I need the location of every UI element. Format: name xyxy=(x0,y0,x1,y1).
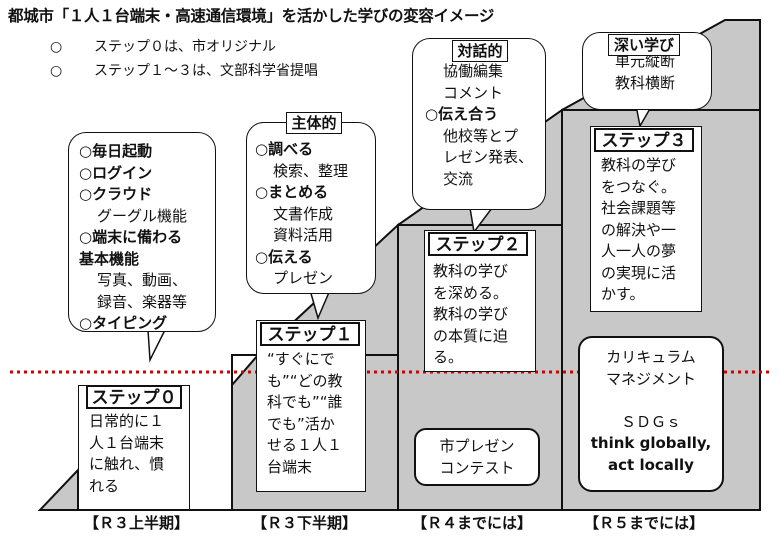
bubble-item: 基本機能 xyxy=(79,249,140,268)
bubble-step1-items: ○調べる 検索、整理 ○まとめる 文書作成 資料活用 ○伝える プレゼン xyxy=(255,139,375,290)
bubble-item: 資料活用 xyxy=(273,226,334,244)
step1-line: も”“どの教 xyxy=(267,371,343,390)
tag-taiwateki: 対話的 xyxy=(452,40,508,62)
step1-line: “すぐにで xyxy=(267,350,335,368)
step0-line: に触れ、慣 xyxy=(89,455,165,473)
bubble-item: 教科横断 xyxy=(615,73,676,92)
period-label-step2: 【Ｒ４までには】 xyxy=(412,514,533,532)
step3-line: の実現に活 xyxy=(601,263,677,282)
bubble-item: 単元縦断 xyxy=(615,52,676,70)
tag-fukai-manabi: 深い学び xyxy=(608,34,680,56)
bubble-item: ○クラウド xyxy=(79,185,153,203)
bubble-step2-items: 協働編集 コメント ○伝え合う 他校等とプ レゼン発表、 交流 xyxy=(425,61,545,190)
step1-line: せる１人１ xyxy=(267,436,343,454)
curriculum-lines: カリキュラム マネジメント ＳＤＧｓ think globally, act l… xyxy=(580,346,722,475)
curriculum-line: カリキュラム xyxy=(606,348,696,366)
bubble-item: コメント xyxy=(443,83,504,102)
step1-line: 台端末 xyxy=(267,457,313,476)
step0-label: ステップ０ xyxy=(86,385,182,409)
bubble-item: 他校等とプ xyxy=(443,126,519,145)
step3-line: かす。 xyxy=(601,285,645,303)
bubble-item: 交流 xyxy=(443,169,474,188)
period-label-step1: 【Ｒ３下半期】 xyxy=(252,514,358,532)
bubble-item: グーグル機能 xyxy=(97,206,188,225)
bubble-step3-items: 単元縦断 教科横断 xyxy=(597,51,711,94)
city-presentation-contest-box: 市プレゼン コンテスト xyxy=(414,428,540,486)
bubble-item: レゼン発表、 xyxy=(443,148,534,166)
page-title: 都城市「１人１台端末・高速通信環境」を活かした学びの変容イメージ xyxy=(8,7,495,25)
bubble-item: 写真、動画、 xyxy=(97,271,188,289)
bubble-item: ○毎日起動 xyxy=(79,142,153,160)
bubble-item: ○端末に備わる xyxy=(79,228,183,246)
step2-line: 教科の学び xyxy=(433,262,509,280)
bubble-item: プレゼン xyxy=(273,269,334,287)
step3-line: の解決や一 xyxy=(601,220,677,239)
step3-label: ステップ３ xyxy=(594,128,694,152)
curriculum-line: マネジメント xyxy=(605,369,696,388)
step2-line: 教科の学び xyxy=(433,305,509,323)
step1-label: ステップ１ xyxy=(260,322,360,346)
step3-line: をつなぐ。 xyxy=(601,177,677,196)
step3-description: 教科の学び をつなぐ。 社会課題等 の解決や一 人一人の夢 の実現に活 かす。 xyxy=(601,155,701,306)
tag-shutaiteki: 主体的 xyxy=(286,112,342,134)
bubble-item: ○調べる xyxy=(255,140,314,158)
step0-line: れる xyxy=(89,476,120,495)
note-bullet: ○ xyxy=(50,63,63,79)
step0-line: 人１台端末 xyxy=(89,433,165,452)
note-text: ステップ１～３は、文部科学省提唱 xyxy=(94,63,318,79)
bubble-step2: 協働編集 コメント ○伝え合う 他校等とプ レゼン発表、 交流 xyxy=(412,38,546,210)
contest-lines: 市プレゼン コンテスト xyxy=(416,436,538,479)
step3-box: 教科の学び をつなぐ。 社会課題等 の解決や一 人一人の夢 の実現に活 かす。 xyxy=(590,126,702,312)
step1-line: でも”活か xyxy=(267,414,335,433)
step1-description: “すぐにで も”“どの教 科でも”“誰 でも”活か せる１人１ 台端末 xyxy=(267,349,365,478)
bubble-item: 協働編集 xyxy=(443,62,504,80)
step3-line: 教科の学び xyxy=(601,156,677,174)
step0-line: 日常的に１ xyxy=(89,412,165,430)
sdgs-slogan-line: act locally xyxy=(608,455,694,474)
bubble-step0: ○毎日起動 ○ログイン ○クラウド グーグル機能 ○端末に備わる 基本機能 写真… xyxy=(68,132,216,332)
bubble-item: 録音、楽器等 xyxy=(97,292,188,311)
step3-line: 人一人の夢 xyxy=(601,242,677,260)
step2-line: る。 xyxy=(433,348,464,366)
note-step1-3-origin: ○ ステップ１～３は、文部科学省提唱 xyxy=(50,60,318,80)
sdgs-slogan-line: think globally, xyxy=(590,434,712,452)
bubble-step0-items: ○毎日起動 ○ログイン ○クラウド グーグル機能 ○端末に備わる 基本機能 写真… xyxy=(79,141,215,335)
bubble-tail-0 xyxy=(147,329,167,363)
period-label-step3: 【Ｒ５までには】 xyxy=(584,514,705,532)
step2-description: 教科の学び を深める。 教科の学び の本質に迫 る。 xyxy=(433,261,535,369)
curriculum-management-box: カリキュラム マネジメント ＳＤＧｓ think globally, act l… xyxy=(578,336,724,492)
bubble-item: 検索、整理 xyxy=(273,161,349,180)
bubble-item: ○まとめる xyxy=(255,183,329,201)
step0-description: 日常的に１ 人１台端末 に触れ、慣 れる xyxy=(89,412,189,498)
ramp-step0 xyxy=(37,467,79,511)
bubble-item: ○ログイン xyxy=(79,163,153,182)
step2-label: ステップ２ xyxy=(428,232,528,256)
step1-box: “すぐにで も”“どの教 科でも”“誰 でも”活か せる１人１ 台端末 xyxy=(256,320,366,492)
sdgs-line: ＳＤＧｓ xyxy=(620,412,681,431)
step2-line: の本質に迫 xyxy=(433,326,509,345)
contest-line: 市プレゼン xyxy=(439,437,515,455)
bubble-item: ○伝え合う xyxy=(425,105,499,123)
curriculum-line xyxy=(580,389,722,411)
bubble-item: ○伝える xyxy=(255,247,313,266)
contest-line: コンテスト xyxy=(439,458,515,477)
step3-line: 社会課題等 xyxy=(601,199,677,217)
note-step0-origin: ○ ステップ０は、市オリジナル xyxy=(50,36,276,56)
period-label-step0: 【Ｒ３上半期】 xyxy=(84,514,190,532)
note-bullet: ○ xyxy=(50,39,63,55)
bubble-item: ○タイピング xyxy=(79,314,168,332)
step1-line: 科でも”“誰 xyxy=(267,393,343,411)
note-text: ステップ０は、市オリジナル xyxy=(94,39,276,55)
bubble-step1: ○調べる 検索、整理 ○まとめる 文書作成 資料活用 ○伝える プレゼン xyxy=(246,122,376,294)
bubble-item: 文書作成 xyxy=(273,204,334,223)
step2-line: を深める。 xyxy=(433,283,509,302)
